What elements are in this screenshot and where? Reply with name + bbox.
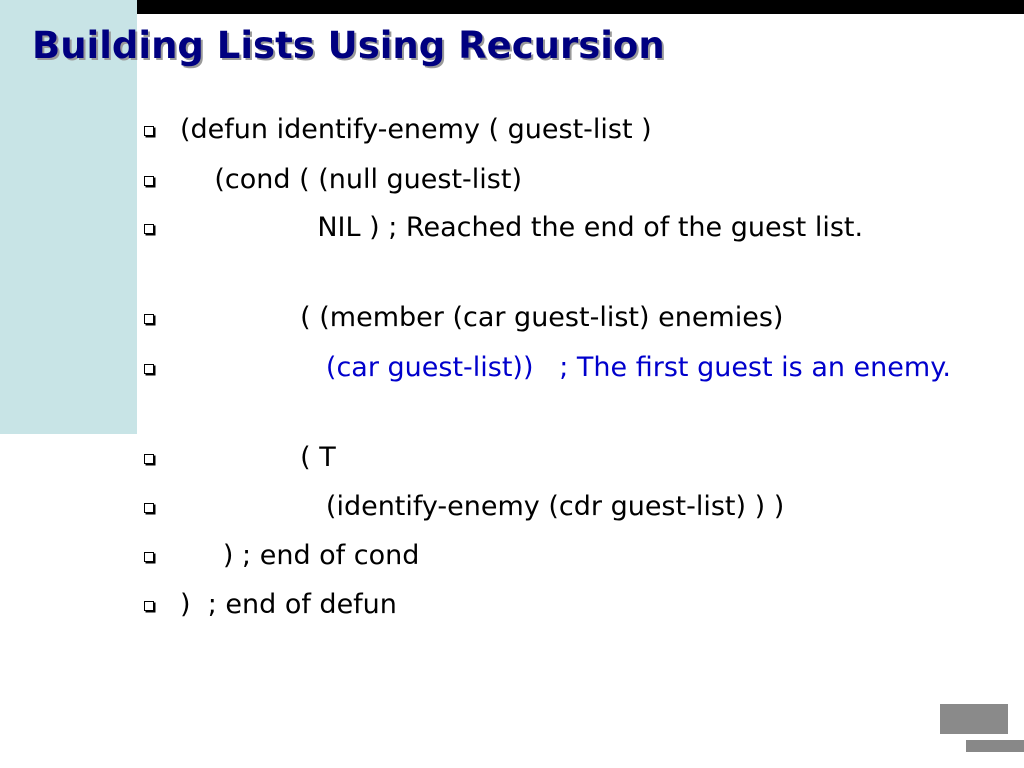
hollow-square-icon bbox=[144, 224, 154, 234]
side-panel bbox=[0, 0, 137, 434]
code-line: ( (member (car guest-list) enemies) bbox=[180, 302, 784, 333]
code-line: ) ; end of cond bbox=[180, 540, 420, 571]
code-line: (identify-enemy (cdr guest-list) ) ) bbox=[180, 491, 785, 522]
code-line: (defun identify-enemy ( guest-list ) bbox=[180, 114, 652, 145]
hollow-square-icon bbox=[144, 126, 154, 136]
corner-back-block bbox=[966, 740, 1024, 752]
hollow-square-icon bbox=[144, 314, 154, 324]
hollow-square-icon bbox=[144, 454, 154, 464]
code-line: NIL ) ; Reached the end of the guest lis… bbox=[180, 212, 864, 243]
slide-corner-mark bbox=[938, 702, 1024, 768]
slide-title: Building Lists Using Recursion bbox=[32, 24, 665, 67]
code-line: ( T bbox=[180, 442, 336, 473]
top-bar bbox=[36, 0, 1024, 14]
code-line-highlighted: (car guest-list)) ; The first guest is a… bbox=[180, 352, 951, 383]
hollow-square-icon bbox=[144, 552, 154, 562]
hollow-square-icon bbox=[144, 176, 154, 186]
hollow-square-icon bbox=[144, 364, 154, 374]
corner-front-block bbox=[938, 702, 1010, 736]
hollow-square-icon bbox=[144, 503, 154, 513]
hollow-square-icon bbox=[144, 601, 154, 611]
code-line: ) ; end of defun bbox=[180, 589, 397, 620]
code-line: (cond ( (null guest-list) bbox=[180, 164, 522, 195]
